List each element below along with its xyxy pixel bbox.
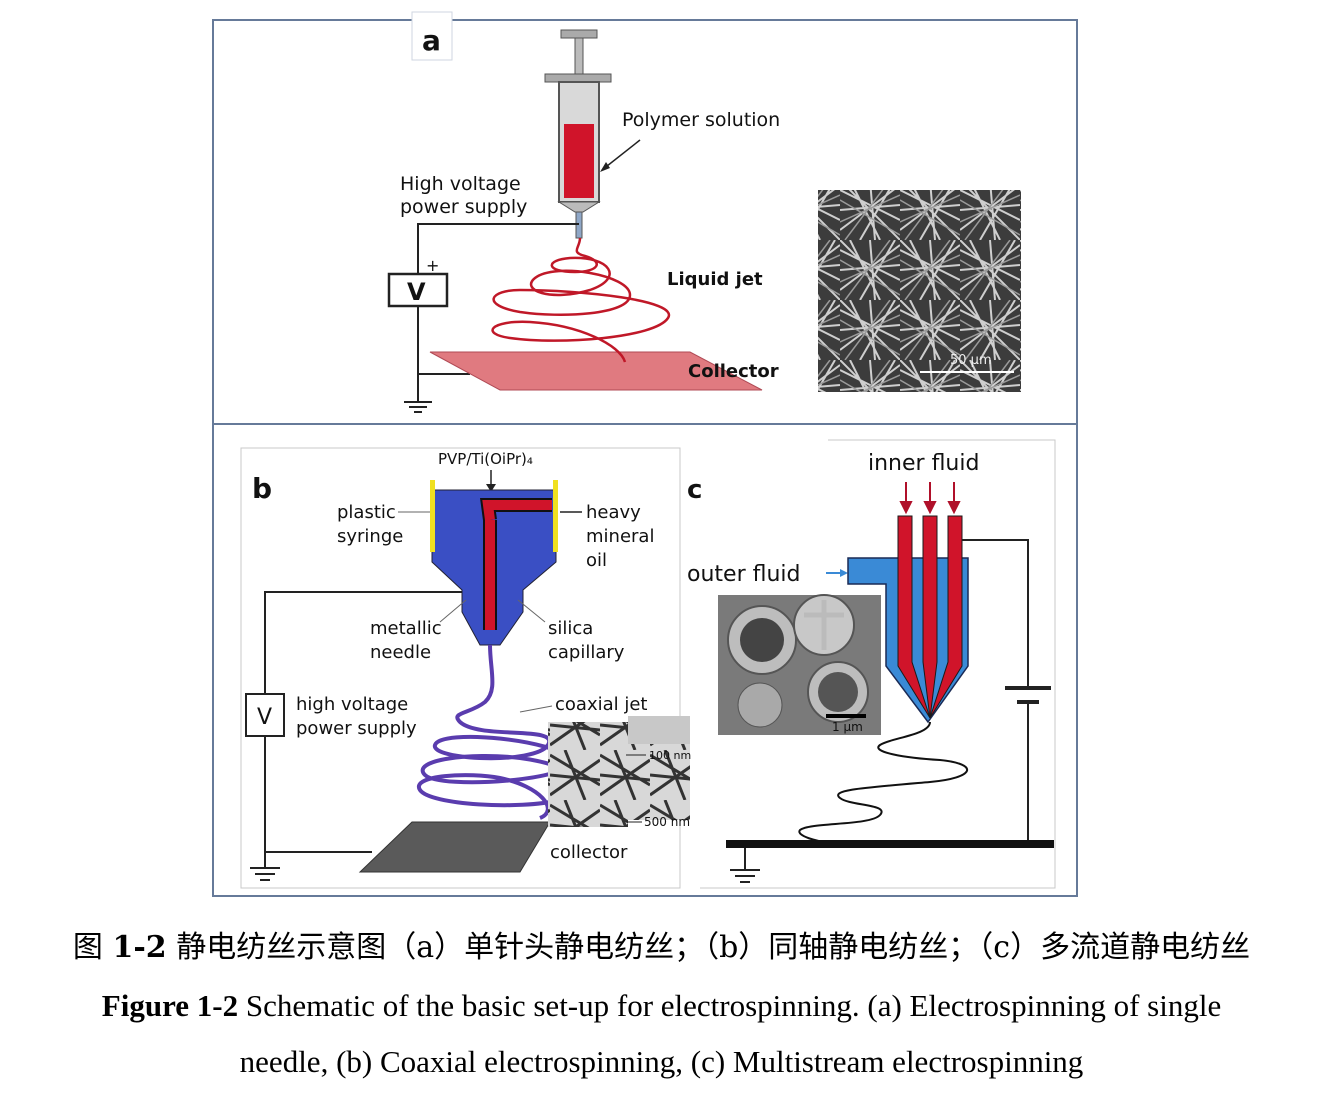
caption-cn-prefix: 图 [73,930,113,965]
hv-label-line1: High voltage [400,173,521,195]
oil-label: oil [586,550,607,571]
plus-sign: + [426,256,439,275]
tem-inset-image [628,716,690,744]
scale-100nm-label: 100 nm [649,749,691,762]
mineral-label: mineral [586,526,654,547]
tem-fiber-image [548,722,628,827]
collector-label-b: collector [550,842,628,863]
scale-bar-c-label: 1 μm [832,720,863,734]
polymer-solution-label: Polymer solution [622,109,780,131]
panel-bc: b PVP/Ti(OiPr)₄ plastic syringe heavy mi… [213,424,1077,896]
liquid-jet-label: Liquid jet [667,269,763,290]
scale-500nm-label: 500 nm [644,815,690,829]
outer-fluid-label: outer fluid [687,562,800,587]
coaxial-jet-label: coaxial jet [555,694,647,715]
caption-en-label: Figure 1-2 [102,988,238,1023]
metallic-label: metallic [370,618,442,639]
capillary-label: capillary [548,642,625,663]
panel-c-letter: c [687,475,702,505]
caption-cn-text: 静电纺丝示意图（a）单针头静电纺丝；（b）同轴静电纺丝；（c）多流道静电纺丝 [167,930,1250,965]
panel-a: a Polymer solution High voltage power su… [213,12,1077,424]
caption-english-line1: Figure 1-2 Schematic of the basic set-up… [0,988,1323,1024]
polymer-solution-reservoir [564,124,594,198]
inner-fluid-label: inner fluid [868,451,979,476]
electrospinning-figure: a Polymer solution High voltage power su… [0,0,1323,910]
hv-label-line2: power supply [400,196,527,218]
silica-label: silica [548,618,593,639]
voltmeter-label: V [407,278,426,306]
needle-label-b: needle [370,642,431,663]
scale-bar-a-label: 50 μm [950,353,992,368]
pvp-label: PVP/Ti(OiPr)₄ [438,450,533,468]
hv-label-b-line2: power supply [296,718,417,739]
caption-chinese: 图 1-2 静电纺丝示意图（a）单针头静电纺丝；（b）同轴静电纺丝；（c）多流道… [0,922,1323,966]
caption-cn-number: 1-2 [112,930,166,965]
caption-en-line1: Schematic of the basic set-up for electr… [238,988,1221,1023]
hv-label-b-line1: high voltage [296,694,408,715]
plastic-label: plastic [337,502,396,523]
syringe-label: syringe [337,526,403,547]
collector-label: Collector [688,361,779,382]
voltmeter-label-b: V [257,705,272,730]
panel-a-letter: a [422,24,441,57]
collector-plate-c [726,840,1054,848]
caption-english-line2: needle, (b) Coaxial electrospinning, (c)… [0,1044,1323,1080]
sem-multichannel-image: 1 μm [718,595,881,735]
panel-b-letter: b [252,472,272,505]
heavy-label: heavy [586,502,641,523]
